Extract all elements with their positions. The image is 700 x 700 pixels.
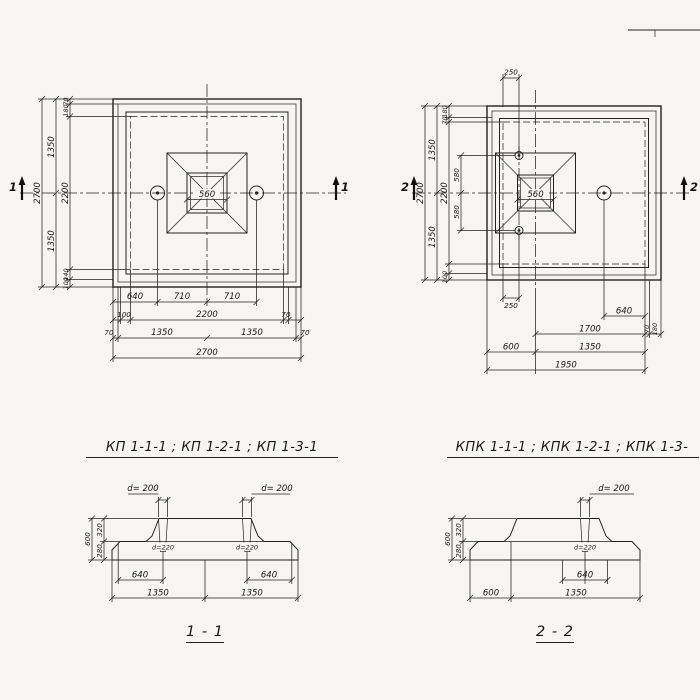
dim: 100: [441, 271, 449, 283]
dim: 1700: [579, 325, 601, 335]
section-right: [469, 518, 641, 561]
dim: 600: [503, 343, 519, 353]
type-list-left: КП 1-1-1 ; КП 1-2-1 ; КП 1-3-1: [106, 440, 318, 455]
dim: 2700: [33, 182, 43, 204]
dim: 1350: [47, 136, 57, 158]
dim: 580: [452, 168, 461, 182]
dim: 710: [174, 292, 190, 302]
dim: d= 200: [127, 484, 158, 494]
dim: 640: [132, 571, 148, 581]
dim: 1350: [565, 589, 587, 599]
dim: 70: [62, 97, 70, 105]
dim: 180: [651, 323, 659, 335]
dim: d= 200: [261, 484, 292, 494]
dim: 100: [117, 310, 131, 319]
plan-left: [18, 84, 346, 300]
type-list-right: КПК 1-1-1 ; КПК 1-2-1 ; КПК 1-3-: [456, 440, 689, 455]
section-label-2-2: 2 - 2: [536, 624, 574, 640]
section-mark-label: 2: [690, 180, 698, 194]
dim: 640: [616, 307, 632, 317]
section-outline: [111, 518, 299, 561]
dim: 250: [504, 301, 518, 310]
dim: d=220: [574, 544, 596, 552]
dim: d=220: [152, 544, 174, 552]
plan-right: [410, 90, 690, 300]
dim: 2200: [196, 310, 218, 320]
dim: 640: [261, 571, 277, 581]
dim: 560: [199, 190, 215, 200]
dim: 1350: [428, 226, 438, 248]
dim: 600: [443, 532, 452, 546]
dim: 1350: [47, 230, 57, 252]
section-cut-marks-1: [18, 176, 340, 200]
dim: 70: [281, 310, 291, 319]
dim: 280: [454, 544, 463, 558]
dim: 1350: [579, 343, 601, 353]
dim: 1350: [241, 328, 263, 338]
dim: 2200: [440, 182, 450, 204]
dim: 70: [300, 328, 310, 337]
dim: 140: [62, 268, 70, 280]
dim: 70: [441, 116, 449, 124]
dim: 1350: [147, 589, 169, 599]
dim: 180: [441, 105, 449, 117]
dim: 70: [643, 325, 651, 333]
dim: 70: [104, 328, 114, 337]
dim: 600: [483, 589, 499, 599]
dim: 1350: [151, 328, 173, 338]
dimension-lines: [38, 74, 665, 602]
dim: 2700: [416, 182, 426, 204]
dim: d= 200: [598, 484, 629, 494]
dim: 250: [504, 68, 518, 77]
dim: 560: [527, 190, 543, 200]
dim: 180: [62, 104, 70, 116]
section-label-1-1: 1 - 1: [186, 624, 224, 640]
section-mark-label: 2: [401, 180, 409, 194]
page-frame-mark: [628, 29, 700, 37]
dim: 280: [95, 544, 104, 558]
section-outline: [469, 518, 641, 561]
dim: 600: [83, 532, 92, 546]
dim: 1950: [555, 361, 577, 371]
section-left: [111, 518, 299, 561]
dim: 580: [452, 205, 461, 219]
dim: 640: [127, 292, 143, 302]
dim: 2700: [196, 348, 218, 358]
dim: 320: [95, 523, 104, 537]
labels: 2700 1350 1350 70 180 2200 140 100 560 1…: [9, 68, 699, 643]
dim: 100: [62, 277, 70, 289]
dim: 640: [577, 571, 593, 581]
section-mark-label: 1: [9, 180, 17, 194]
dim: 710: [224, 292, 240, 302]
dim: 2200: [61, 182, 71, 204]
dim: 1350: [428, 139, 438, 161]
dim: 320: [454, 523, 463, 537]
section-cut-marks-2: [410, 176, 688, 200]
dim: d=220: [236, 544, 258, 552]
section-mark-label: 1: [341, 180, 349, 194]
dim: 1350: [241, 589, 263, 599]
